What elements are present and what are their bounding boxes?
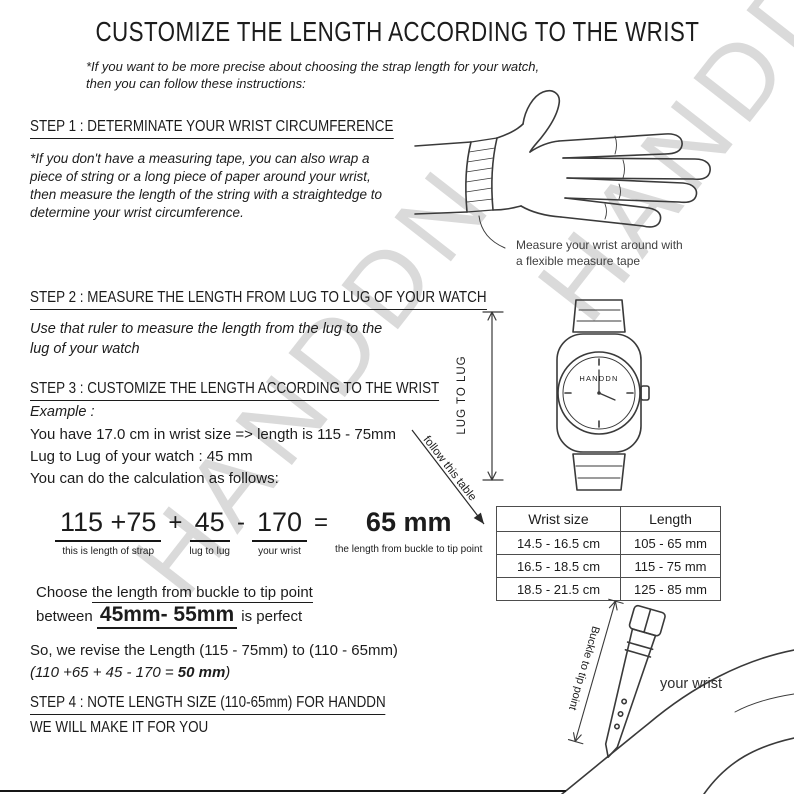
step4-heading-line2: WE WILL MAKE IT FOR YOU — [30, 719, 209, 736]
example-line-2: Lug to Lug of your watch : 45 mm — [30, 448, 253, 465]
watch-top-strap — [572, 299, 626, 333]
equals-operator: = — [314, 509, 329, 536]
choose-range-value: 45mm- 55mm — [96, 603, 238, 629]
page-title-text: CUSTOMIZE THE LENGTH ACCORDING TO THE WR… — [95, 16, 699, 47]
wrist-size-cell: 16.5 - 18.5 cm — [496, 554, 621, 578]
revise-calculation: (110 +65 + 45 - 170 = 50 mm) — [30, 664, 230, 681]
intro-line-1: *If you want to be more precise about ch… — [86, 59, 540, 74]
choose-suffix: is perfect — [237, 608, 303, 625]
step1-heading: STEP 1 : DETERMINATE YOUR WRIST CIRCUMFE… — [30, 118, 463, 139]
lug-to-lug-label: LUG TO LUG — [456, 355, 468, 434]
strap-on-wrist-illustration: Buckle to tip point — [561, 598, 794, 794]
table-header-length: Length — [620, 506, 721, 532]
strap-length-label: this is length of strap — [62, 546, 155, 557]
minus-operator: - — [236, 509, 245, 536]
lug-to-lug-value: 45 — [189, 506, 230, 542]
hand-outline — [492, 89, 711, 228]
calculation-formula: 115 +75 this is length of strap + 45 lug… — [55, 506, 482, 557]
table-row: 14.5 - 16.5 cm 105 - 65 mm — [496, 531, 721, 555]
watch-brand-text: HANDDN — [579, 374, 618, 383]
example-line-3: You can do the calculation as follows: — [30, 470, 279, 487]
lug-dimension-arrow — [482, 311, 504, 481]
wrist-value: 170 — [251, 506, 308, 542]
watch-illustration: LUG TO LUG HANDDN — [456, 299, 650, 491]
strap-group: Buckle to tip point — [566, 598, 666, 759]
wrist-small-label: your wrist — [258, 546, 301, 557]
step1-body: *If you don't have a measuring tape, you… — [30, 151, 382, 220]
forearm-lines — [414, 141, 472, 215]
table-row: 16.5 - 18.5 cm 115 - 75 mm — [496, 554, 721, 578]
step2-heading: STEP 2 : MEASURE THE LENGTH FROM LUG TO … — [30, 289, 574, 310]
step3-heading: STEP 3 : CUSTOMIZE THE LENGTH ACCORDING … — [30, 380, 517, 401]
lug-to-lug-small-label: lug to lug — [189, 546, 230, 557]
result-value: 65 mm — [365, 507, 452, 537]
wrist-size-table: Wrist size Length 14.5 - 16.5 cm 105 - 6… — [496, 506, 721, 601]
revise-calc-pre: (110 +65 + 45 - 170 = — [30, 664, 178, 681]
result-label: the length from buckle to tip point — [335, 544, 483, 555]
measure-tape-band — [465, 137, 506, 249]
watch-case — [556, 333, 650, 453]
choose-between: between — [36, 608, 97, 625]
revise-calc-post: ) — [225, 664, 231, 681]
page-bottom-edge-line — [0, 790, 566, 792]
watch-crown — [640, 385, 650, 401]
your-wrist-label: your wrist — [660, 676, 723, 692]
wrist-size-cell: 14.5 - 16.5 cm — [496, 531, 621, 555]
wrist-outline — [561, 649, 794, 794]
length-cell: 115 - 75 mm — [620, 554, 721, 578]
watch-bottom-strap — [572, 453, 626, 491]
plus-operator: + — [168, 509, 183, 536]
table-row: 18.5 - 21.5 cm 125 - 85 mm — [496, 577, 721, 601]
table-header-wrist-size: Wrist size — [496, 506, 621, 532]
wrist-size-cell: 18.5 - 21.5 cm — [496, 577, 621, 601]
example-line-1: You have 17.0 cm in wrist size => length… — [30, 426, 397, 443]
choose-range-line: between 45mm- 55mm is perfect — [36, 603, 303, 629]
length-cell: 125 - 85 mm — [620, 577, 721, 601]
hand-wrist-illustration — [414, 89, 711, 249]
length-cell: 105 - 65 mm — [620, 531, 721, 555]
intro-note: *If you want to be more precise about ch… — [86, 58, 539, 92]
formula-strap-group: 115 +75 this is length of strap — [55, 506, 162, 557]
choose-underlined: the length from buckle to tip point — [91, 584, 313, 603]
choose-prefix: Choose — [36, 584, 92, 601]
intro-line-2: then you can follow these instructions: — [86, 76, 306, 91]
strap-body — [604, 628, 657, 759]
revise-calc-result: 50 mm — [177, 664, 226, 681]
page-title: CUSTOMIZE THE LENGTH ACCORDING TO THE WR… — [0, 16, 794, 48]
follow-table-arrow — [411, 429, 485, 525]
formula-lug-group: 45 lug to lug — [189, 506, 230, 557]
buckle-dimension-arrow — [567, 598, 624, 745]
formula-result-group: 65 mm the length from buckle to tip poin… — [335, 506, 482, 555]
buckle-prong — [643, 608, 652, 634]
strap-length-value: 115 +75 — [55, 506, 162, 542]
table-header-row: Wrist size Length — [496, 506, 721, 532]
step4-heading-line1: STEP 4 : NOTE LENGTH SIZE (110-65mm) FOR… — [30, 694, 453, 715]
tape-caption: Measure your wrist around with a flexibl… — [516, 238, 683, 268]
step2-body: Use that ruler to measure the length fro… — [30, 321, 383, 357]
formula-wrist-group: 170 your wrist — [251, 506, 308, 557]
example-label: Example : — [30, 404, 95, 420]
revise-line: So, we revise the Length (115 - 75mm) to… — [30, 642, 398, 659]
choose-note-line: Choose the length from buckle to tip poi… — [36, 584, 313, 603]
